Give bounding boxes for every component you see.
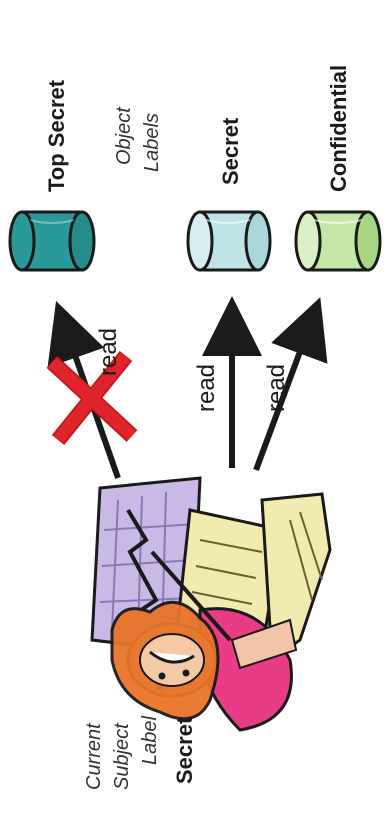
caption-object: Object (113, 106, 135, 165)
db-secret (186, 210, 272, 272)
caption-label: Label (139, 716, 161, 765)
db-top-secret (8, 210, 96, 272)
caption-subject: Subject (111, 722, 133, 790)
caption-current: Current (83, 722, 105, 790)
deny-x-icon (46, 350, 138, 446)
read-label-top-secret: read (95, 328, 122, 376)
label-top-secret: Top Secret (44, 79, 69, 192)
label-secret-object: Secret (218, 117, 243, 185)
read-label-confidential: read (263, 364, 290, 412)
caption-labels: Labels (141, 113, 163, 172)
subject-label-value: Secret (172, 716, 197, 784)
label-confidential: Confidential (326, 65, 351, 192)
subject-clipart (90, 476, 332, 732)
arrow-to-confidential (253, 297, 328, 472)
db-confidential (294, 210, 382, 272)
read-label-secret: read (193, 364, 220, 412)
